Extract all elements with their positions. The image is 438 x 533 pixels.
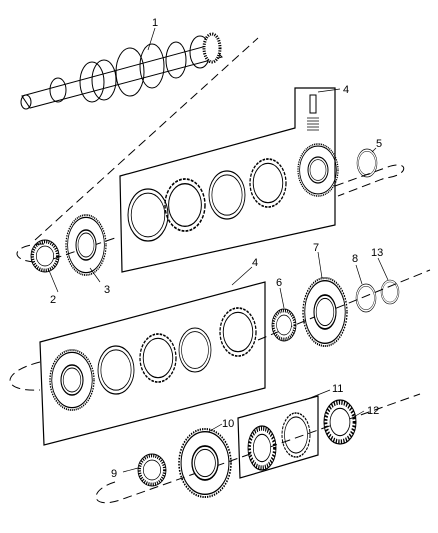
callout-6: 6	[276, 277, 282, 289]
callout-13: 13	[371, 247, 383, 259]
callout-8: 8	[352, 253, 358, 265]
part-7-gear	[301, 276, 349, 348]
part-11-box	[237, 395, 319, 479]
part-3-gear	[65, 214, 107, 276]
synchronizer-group-box-lower	[39, 281, 266, 446]
part-9-bearing	[136, 452, 168, 488]
callout-1: 1	[152, 17, 158, 29]
part-5-snap-ring	[356, 148, 378, 178]
callout-10: 10	[222, 418, 234, 430]
callout-4-lower: 4	[252, 257, 258, 269]
upper-synchro-rings	[127, 94, 339, 242]
part-2-bearing	[29, 238, 61, 274]
callout-9: 9	[111, 468, 117, 480]
assembly-axis-lines	[9, 37, 431, 504]
callout-5: 5	[376, 138, 382, 150]
part-8-ring	[355, 283, 377, 313]
part-6-bearing	[270, 307, 298, 343]
part-11-rings	[248, 412, 311, 470]
main-shaft	[20, 32, 223, 110]
part-12-bearing	[324, 400, 356, 444]
leader-lines	[47, 27, 389, 473]
callout-3: 3	[104, 284, 110, 296]
lower-synchro-rings	[49, 307, 257, 411]
callout-11: 11	[332, 383, 343, 395]
synchronizer-group-box-upper	[119, 87, 336, 273]
part-13-ring	[380, 279, 400, 305]
callout-7: 7	[313, 242, 319, 254]
callout-2: 2	[50, 294, 56, 306]
callout-12: 12	[367, 405, 379, 417]
part-10-gear	[177, 427, 233, 499]
callout-4-upper: 4	[343, 84, 349, 96]
